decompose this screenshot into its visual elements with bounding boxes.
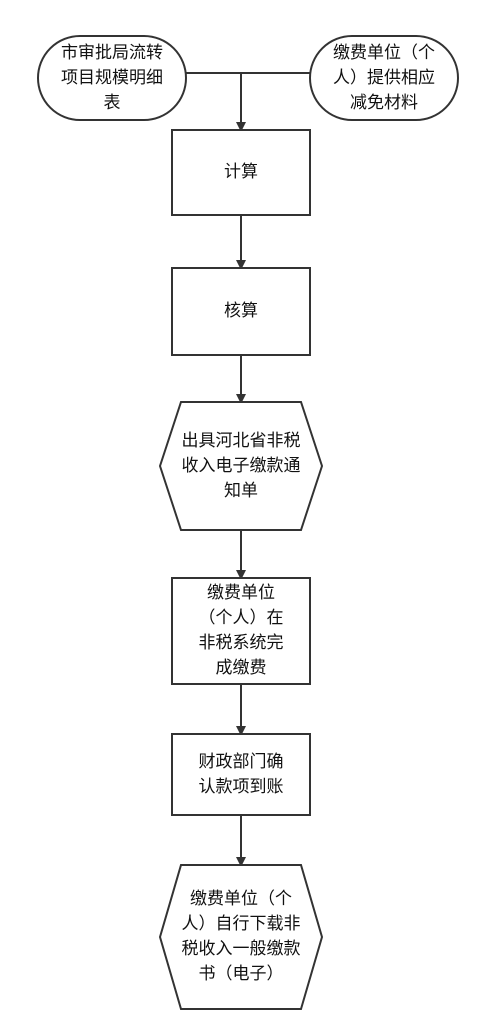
node-payment-label: 缴费单位（个人）在非税系统完成缴费 (198, 583, 284, 678)
node-payment-shape (171, 577, 311, 685)
node-source-b-shape (309, 35, 459, 121)
node-calculate-shape (171, 129, 311, 216)
node-source-a-shape (37, 35, 187, 121)
node-source-b-label: 缴费单位（个人）提供相应减免材料 (333, 42, 435, 113)
node-issue-notice-shape (158, 401, 324, 531)
node-confirm-shape (171, 733, 311, 816)
node-issue-notice-label: 出具河北省非税收入电子缴款通知单 (181, 430, 301, 501)
node-confirm-label: 财政部门确认款项到账 (198, 751, 284, 797)
node-calculate-label: 计算 (224, 162, 258, 182)
node-source-a-label: 市审批局流转项目规模明细表 (61, 42, 163, 113)
node-verify-label: 核算 (224, 301, 258, 321)
node-download-label: 缴费单位（个人）自行下载非税收入一般缴款书（电子） (181, 889, 301, 984)
node-verify-shape (171, 267, 311, 356)
node-download-shape (158, 864, 324, 1010)
